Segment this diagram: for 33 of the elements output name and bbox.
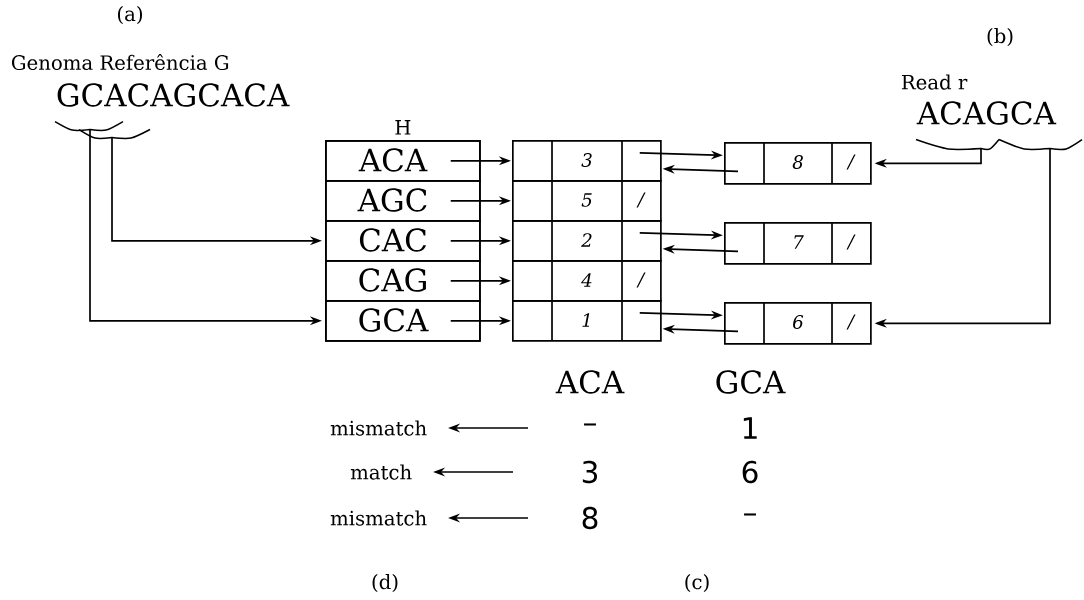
table-row: GCA [325, 300, 481, 342]
panel-label: (b) [987, 28, 1013, 46]
table-cell: 6 [742, 460, 758, 484]
table-row: CAC [325, 220, 481, 262]
sequence-text: ACAGCA [915, 101, 1083, 151]
table-row: AGC [325, 180, 481, 222]
list-cell: 7 / [724, 221, 872, 265]
panel-label: (a) [118, 6, 142, 24]
heading: Genoma Referência G [11, 54, 229, 70]
node-label: H [395, 120, 411, 135]
column-header: GCA [716, 370, 786, 394]
list-cell: 8 / [724, 141, 872, 185]
list-cell: 1 [512, 299, 662, 342]
result-text: mismatch [330, 420, 427, 436]
list-cell: 4 / [512, 259, 662, 302]
table-cell: 8 [582, 506, 598, 530]
table-row: CAG [325, 260, 481, 302]
result-text: match [350, 464, 412, 480]
list-cell: 2 [512, 219, 662, 262]
table-cell: 3 [582, 460, 598, 484]
sequence-text: GCACAGCACA [54, 83, 290, 140]
table-cell: – [584, 423, 596, 426]
table-row: ACA [325, 140, 481, 182]
table-cell: 1 [743, 417, 757, 439]
list-cell: 5 / [512, 179, 662, 222]
panel-label: (c) [685, 574, 709, 592]
result-text: mismatch [330, 510, 427, 526]
list-cell: 3 [512, 139, 662, 182]
table-cell: – [744, 513, 756, 516]
panel-label: (d) [372, 574, 398, 592]
list-cell: 6 / [724, 301, 872, 345]
heading: Read r [901, 74, 968, 90]
column-header: ACA [555, 370, 625, 394]
